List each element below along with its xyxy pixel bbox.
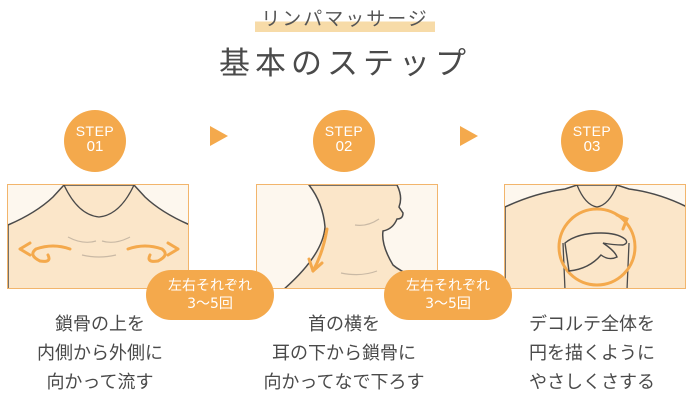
- step-badge-number: 02: [335, 137, 353, 155]
- desc-line: 鎖骨の上を: [55, 314, 145, 335]
- step-description-1: 鎖骨の上を 内側から外側に 向かって流す: [0, 310, 200, 397]
- desc-line: 耳の下から鎖骨に: [272, 343, 416, 364]
- next-arrow-icon: [460, 126, 478, 146]
- step-badge-word: STEP: [75, 123, 115, 139]
- desc-line: 円を描くように: [529, 343, 655, 364]
- bubble-line-2: 3〜5回: [187, 296, 233, 312]
- step-badge-number: 03: [583, 137, 601, 155]
- step-badge-1: STEP 01: [64, 110, 126, 172]
- step-badge-number: 01: [86, 137, 104, 155]
- bubble-line-2: 3〜5回: [425, 296, 471, 312]
- step-badge-3: STEP 03: [561, 110, 623, 172]
- bubble-line-1: 左右それぞれ: [406, 278, 490, 294]
- desc-line: 首の横を: [308, 314, 380, 335]
- desc-line: 向かって流す: [46, 372, 154, 393]
- repeat-count-badge-2: 左右それぞれ 3〜5回: [384, 270, 512, 320]
- step-badge-word: STEP: [572, 123, 612, 139]
- step-description-2: 首の横を 耳の下から鎖骨に 向かってなで下ろす: [244, 310, 444, 397]
- bubble-line-1: 左右それぞれ: [168, 278, 252, 294]
- desc-line: 向かってなで下ろす: [263, 372, 425, 393]
- illustration-panel-1: [7, 184, 189, 289]
- desc-line: やさしくさする: [529, 372, 655, 393]
- step-badge-2: STEP 02: [313, 110, 375, 172]
- subtitle: リンパマッサージ: [0, 4, 690, 32]
- step-description-3: デコルテ全体を 円を描くように やさしくさする: [492, 310, 690, 397]
- step-badge-word: STEP: [324, 123, 364, 139]
- neck-illustration: [284, 185, 437, 288]
- illustration-panel-3: [504, 184, 686, 289]
- subtitle-text: リンパマッサージ: [255, 4, 435, 32]
- repeat-count-badge-1: 左右それぞれ 3〜5回: [146, 270, 274, 320]
- collarbone-illustration: [8, 185, 188, 288]
- desc-line: 内側から外側に: [37, 343, 163, 364]
- next-arrow-icon: [210, 126, 228, 146]
- desc-line: デコルテ全体を: [529, 314, 655, 335]
- decollete-illustration: [505, 185, 685, 288]
- page-title: 基本のステップ: [219, 46, 471, 82]
